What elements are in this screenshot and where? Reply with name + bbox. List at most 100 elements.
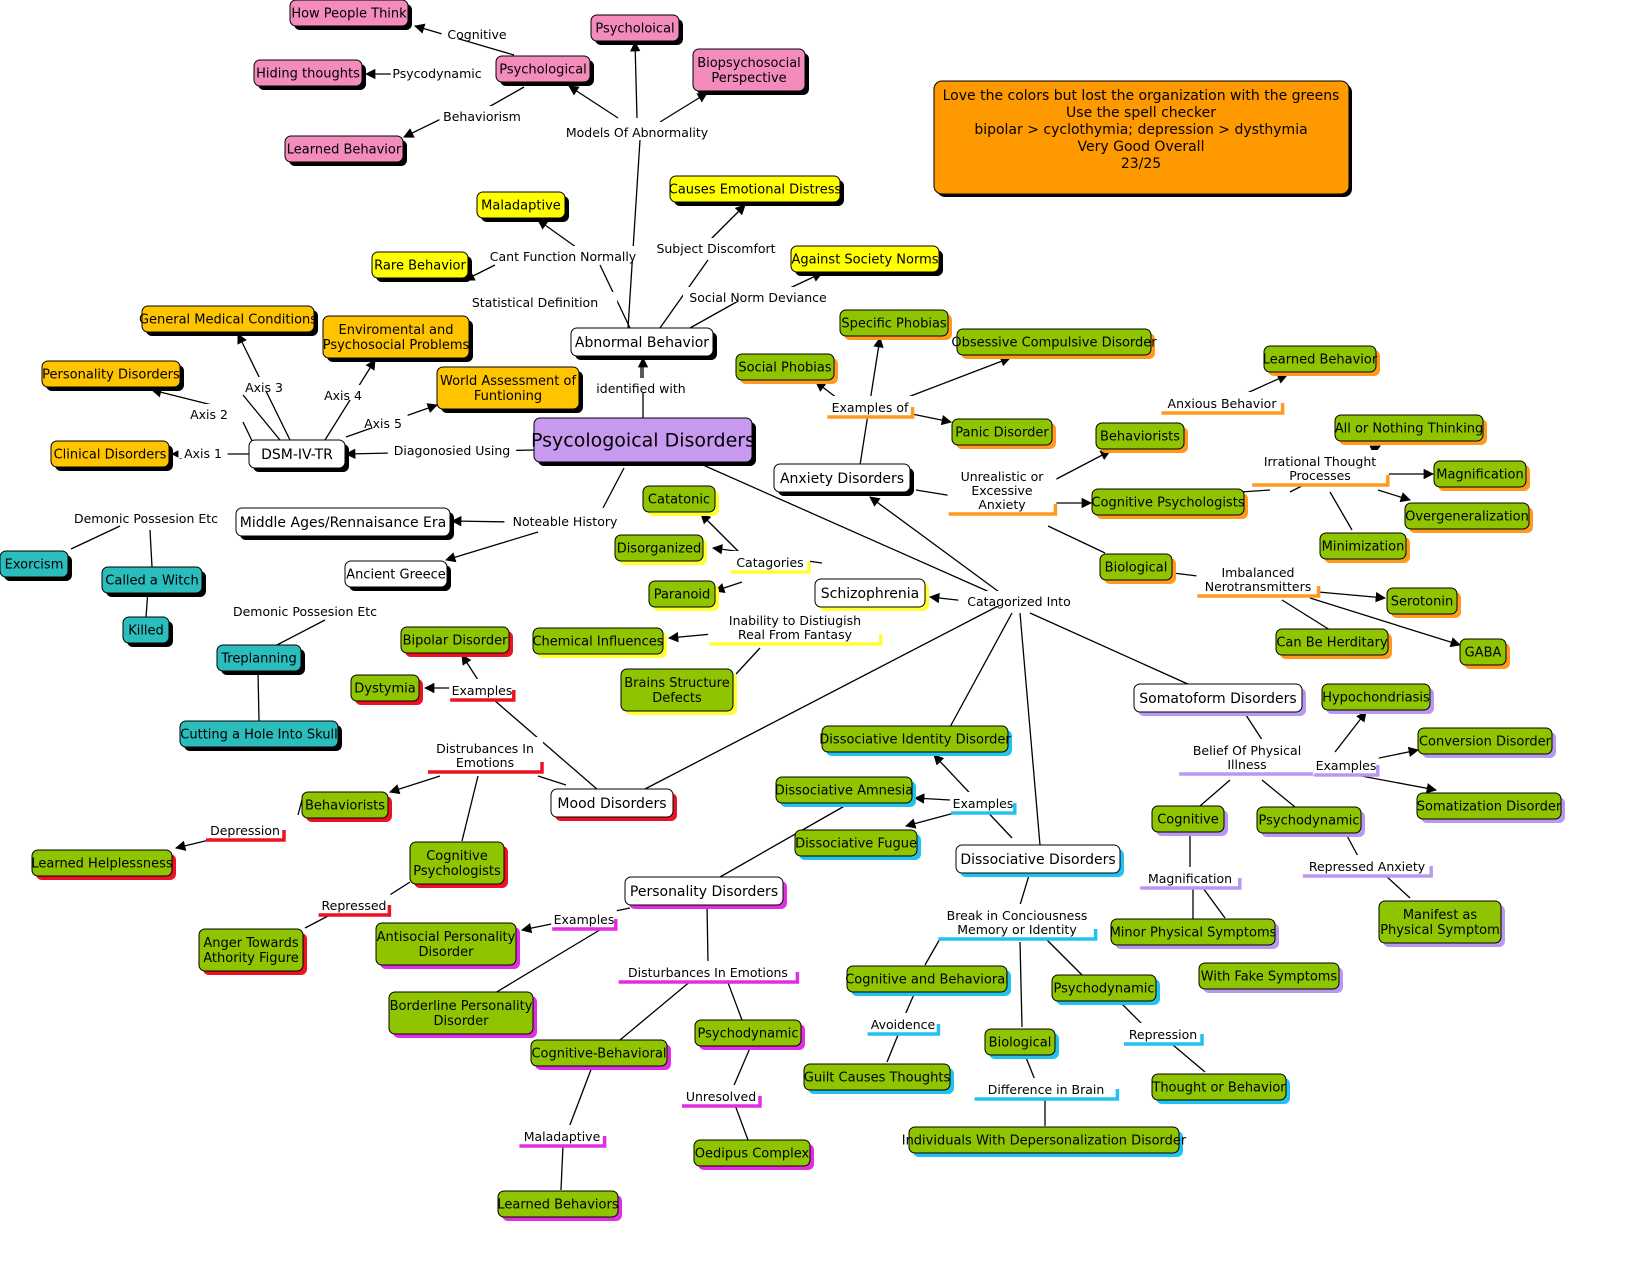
node-box [1051, 974, 1157, 1002]
node-somatoform-disorders: Somatoform Disorders [1133, 683, 1306, 716]
link-label-bg [1301, 855, 1433, 876]
node-label: Funtioning [474, 389, 542, 404]
node-middle-ages: Middle Ages/Rennaisance Era [235, 507, 454, 540]
node-learned-helplessness: Learned Helplessness [31, 849, 176, 880]
connector-line [1044, 937, 1083, 976]
node-label: Brains Structure [624, 676, 729, 691]
link-label-models-of-abnormality: Models Of Abnormality [566, 125, 709, 140]
node-box [908, 1126, 1180, 1154]
node-label: Anxiety Disorders [780, 471, 904, 487]
connector-line [1261, 779, 1296, 808]
node-box [1433, 460, 1527, 488]
connector-line [869, 496, 1011, 601]
connector-line [734, 1104, 749, 1141]
link-label-catagories: Catagories [736, 555, 803, 570]
link-label-catagorized-into: Catagorized Into [967, 594, 1070, 609]
node-ocd: Obsessive Compulsive Disorder [951, 328, 1157, 359]
node-box [624, 876, 784, 906]
node-behaviorists-anx: Behaviorists [1095, 422, 1188, 453]
comment-box [933, 80, 1350, 195]
node-label: Ancient Greece [346, 568, 446, 583]
connector-line [904, 811, 959, 829]
link-label-bg [730, 551, 810, 572]
node-box [388, 991, 534, 1035]
node-box [1378, 900, 1502, 944]
node-behaviorists-mood: Behaviorists [301, 791, 392, 822]
node-label: Cognitive [426, 849, 488, 864]
link-label-bg [958, 591, 1080, 606]
link-label-bg [551, 908, 617, 929]
connector-line [537, 219, 581, 251]
node-cognitive-soma: Cognitive [1151, 805, 1228, 836]
node-box [642, 485, 716, 513]
node-cognitive-behavioral-pers: Cognitive-Behavioral [530, 1039, 671, 1070]
link-label-underline [827, 407, 915, 419]
node-box [1151, 1073, 1287, 1101]
node-label: Disorder [433, 1014, 489, 1029]
node-box [1416, 792, 1562, 820]
link-label-imbalanced: Imbalanced [1221, 565, 1294, 580]
node-box [1095, 422, 1185, 450]
connector-line [1384, 874, 1411, 899]
link-label-repression: Repression [1129, 1027, 1197, 1042]
node-box [1386, 587, 1458, 615]
node-minor-physical: Minor Physical Symptoms [1110, 918, 1279, 949]
connector-line [913, 793, 951, 804]
link-label-underline [1302, 866, 1433, 878]
connector-line [461, 654, 479, 681]
connector-line [70, 525, 121, 550]
node-causes-emotional-distress: Causes Emotional Distress [669, 175, 844, 206]
link-label-bg [239, 377, 289, 392]
node-label: Cognitive Psychologists [1091, 496, 1244, 511]
node-box [31, 849, 173, 877]
node-label: Middle Ages/Rennaisance Era [240, 515, 446, 531]
link-label-underline [682, 1096, 762, 1108]
connector-line [702, 464, 1004, 599]
connector-line [726, 979, 743, 1021]
node-box [614, 534, 704, 562]
node-bipolar-disorder: Bipolar Disorder [400, 626, 513, 657]
node-box [101, 566, 203, 594]
node-label: Learned Behaviors [497, 1198, 618, 1213]
node-box [590, 14, 680, 42]
node-label: Conversion Disorder [1419, 735, 1552, 750]
node-label: Psychological [499, 63, 587, 78]
link-label-social-norm-deviance: Social Norm Deviance [689, 290, 827, 305]
link-label-bg [205, 819, 285, 840]
connector-line [1172, 1044, 1206, 1073]
node-box [1334, 414, 1484, 442]
node-personality-disorders: Personality Disorders [624, 876, 787, 909]
link-label-underline [1314, 765, 1380, 777]
link-label-underline [1161, 403, 1285, 415]
node-oedipus: Oedipus Complex [693, 1139, 814, 1170]
node-box [495, 55, 591, 83]
link-label-underline [318, 905, 392, 917]
node-label: Individuals With Depersonalization Disor… [902, 1134, 1187, 1149]
link-label-bg [648, 238, 784, 253]
link-label-underline [974, 1089, 1120, 1101]
node-label: Behaviorists [305, 799, 385, 814]
link-label-underline [938, 929, 1098, 941]
node-box [1459, 638, 1507, 666]
node-label: Abnormal Behavior [575, 335, 709, 351]
link-label-examples-pers: Examples [554, 912, 615, 927]
link-label-underline [206, 830, 286, 842]
connector-line [1019, 941, 1023, 1028]
node-catatonic: Catatonic [642, 485, 719, 516]
link-label-maladaptive-link: Maladaptive [524, 1129, 601, 1144]
link-label-bg [866, 1013, 940, 1034]
link-label-underline [428, 762, 544, 774]
connector-line [659, 92, 708, 123]
link-label-bg [504, 511, 626, 526]
node-dsm: DSM-IV-TR [248, 439, 349, 472]
link-label-underlines [67, 24, 1433, 1148]
node-label: Guilt Causes Thoughts [804, 1071, 951, 1086]
node-box [1256, 806, 1362, 834]
link-label-bg [1139, 867, 1241, 888]
node-mood-disorders: Mood Disorders [550, 788, 677, 821]
node-social-phobias: Social Phobias [735, 353, 838, 384]
link-label-bg [950, 792, 1016, 813]
